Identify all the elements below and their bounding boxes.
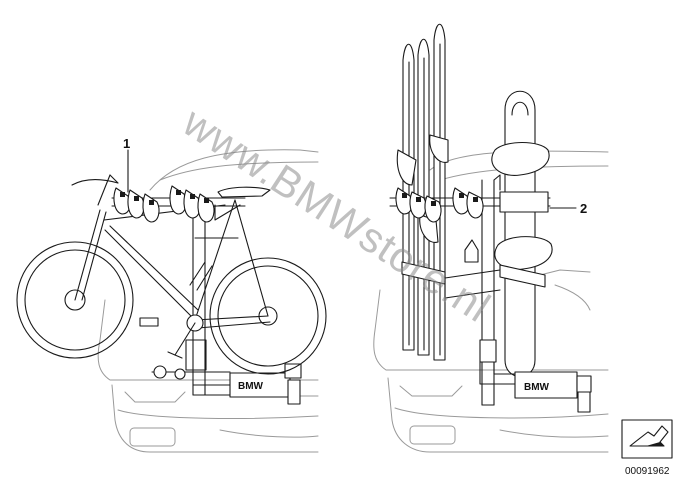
bike-rack-mast [185,204,302,405]
ski-clamps [395,187,484,223]
callout-1: 1 [123,136,130,151]
bike-clamps [111,185,246,223]
ski-rack-mast [389,174,592,413]
snowboard [491,90,553,377]
bike-carrier-illustration: BMW 1 [16,136,327,453]
callout-2: 2 [580,201,587,216]
vehicle-rear-left [97,149,319,453]
ski-carrier-illustration: BMW 2 [373,23,609,453]
bike-plate-brand-label: BMW [238,381,264,392]
diagram-reference-badge: 00091962 [621,419,673,477]
arrow-frame [621,419,673,459]
bicycle [16,174,327,375]
diagram-number: 00091962 [625,466,670,477]
watermark-text: www.BMWstore.nl [174,98,499,332]
bike-rack-lower-strap [151,365,231,380]
arrow-icon [629,425,669,447]
ski-plate-brand-label: BMW [524,382,550,393]
